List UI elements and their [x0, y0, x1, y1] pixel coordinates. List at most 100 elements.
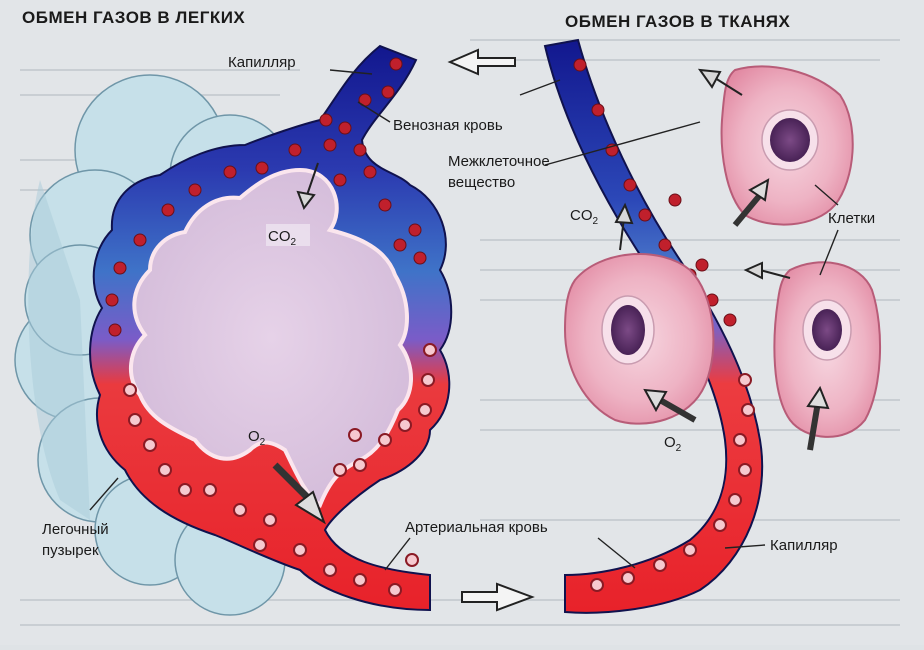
label-capillary-top: Капилляр: [228, 54, 296, 71]
leader-arterial-right: [597, 537, 636, 569]
blood-cell: [653, 558, 667, 572]
blood-cell: [668, 193, 682, 207]
leader-venous-right: [519, 79, 561, 96]
blood-cell: [389, 57, 403, 71]
blood-cell: [353, 573, 367, 587]
blood-cell: [623, 178, 637, 192]
blood-cell: [253, 538, 267, 552]
leader-interstitial: [544, 121, 701, 166]
blood-cell: [123, 383, 137, 397]
diffusion-arrow-icon: [272, 68, 830, 525]
leader-venous-blood: [357, 101, 391, 123]
blood-cell: [293, 543, 307, 557]
blood-cell: [353, 458, 367, 472]
leader-arterial: [384, 537, 411, 571]
blood-cell: [573, 58, 587, 72]
alveolus-lumen: [128, 167, 413, 509]
blood-cell: [323, 563, 337, 577]
blood-cell: [133, 233, 147, 247]
leader-alveolus: [89, 477, 119, 511]
blood-cell: [591, 103, 605, 117]
blood-cell: [695, 258, 709, 272]
blood-cell: [398, 418, 412, 432]
blood-cell: [421, 373, 435, 387]
label-alveolus-2: пузырек: [42, 542, 99, 559]
blood-cell: [203, 483, 217, 497]
blood-cell: [733, 433, 747, 447]
blood-cell: [255, 161, 269, 175]
label-co2-tissues: CO2: [570, 207, 599, 227]
blood-cell: [621, 571, 635, 585]
leader-cells-top: [814, 184, 839, 206]
blood-cell: [418, 403, 432, 417]
blood-cell: [638, 208, 652, 222]
blood-cell: [590, 578, 604, 592]
blood-cell: [333, 173, 347, 187]
alveolus-shadow: [28, 180, 90, 520]
tissue-cell-left: [563, 253, 715, 425]
title-tissues: ОБМЕН ГАЗОВ В ТКАНЯХ: [565, 12, 790, 31]
blood-cell: [723, 313, 737, 327]
blood-cell: [423, 343, 437, 357]
blood-cell: [178, 483, 192, 497]
blood-cell: [288, 143, 302, 157]
blood-cell: [683, 543, 697, 557]
title-lungs: ОБМЕН ГАЗОВ В ЛЕГКИХ: [22, 8, 245, 27]
blood-cell: [393, 238, 407, 252]
label-arterial-blood: Артериальная кровь: [405, 519, 548, 536]
blood-cell: [105, 293, 119, 307]
blood-cell: [223, 165, 237, 179]
blood-cell: [319, 113, 333, 127]
blood-cell: [128, 413, 142, 427]
svg-text:O2: O2: [248, 428, 266, 448]
blood-cell: [378, 198, 392, 212]
svg-text:CO2: CO2: [268, 228, 297, 248]
blood-cell: [333, 463, 347, 477]
blood-cell: [388, 583, 402, 597]
blood-cell: [738, 463, 752, 477]
label-interstitial-2: вещество: [448, 174, 515, 191]
nucleus: [812, 309, 842, 351]
blood-cell: [143, 438, 157, 452]
leader-capillary-bottom: [724, 544, 766, 549]
blood-cell: [413, 251, 427, 265]
label-co2-lungs: CO2: [266, 224, 310, 248]
blood-cell: [738, 373, 752, 387]
blood-cell: [658, 238, 672, 252]
blood-cell: [713, 518, 727, 532]
label-venous-blood: Венозная кровь: [393, 117, 503, 134]
tissue-cell-right: [773, 261, 882, 438]
blood-cell: [263, 513, 277, 527]
blood-cell: [323, 138, 337, 152]
blood-cell: [108, 323, 122, 337]
blood-cell: [188, 183, 202, 197]
blood-cell: [381, 85, 395, 99]
hollow-arrow-icon: [461, 582, 535, 612]
label-o2-lungs: O2: [248, 428, 266, 448]
blood-cell: [338, 121, 352, 135]
blood-cell: [113, 261, 127, 275]
leader-capillary-top: [329, 69, 373, 75]
label-cells: Клетки: [828, 210, 875, 227]
blood-cell: [353, 143, 367, 157]
tissue-cell-top: [720, 65, 854, 226]
blood-cell: [161, 203, 175, 217]
blood-cell: [348, 428, 362, 442]
blood-cell: [158, 463, 172, 477]
label-capillary-bottom: Капилляр: [770, 537, 838, 554]
nucleus: [611, 305, 645, 355]
svg-text:CO2: CO2: [570, 207, 599, 227]
hollow-arrow-icon: [447, 48, 516, 76]
blood-cell: [741, 403, 755, 417]
blood-cell: [728, 493, 742, 507]
blood-cell: [233, 503, 247, 517]
label-o2-tissues: O2: [664, 434, 682, 454]
leader-cells-right: [819, 229, 839, 276]
label-alveolus-1: Легочный: [42, 521, 109, 538]
blood-cell: [378, 433, 392, 447]
label-interstitial-1: Межклеточное: [448, 153, 550, 170]
blood-cell: [363, 165, 377, 179]
blood-cell: [405, 553, 419, 567]
